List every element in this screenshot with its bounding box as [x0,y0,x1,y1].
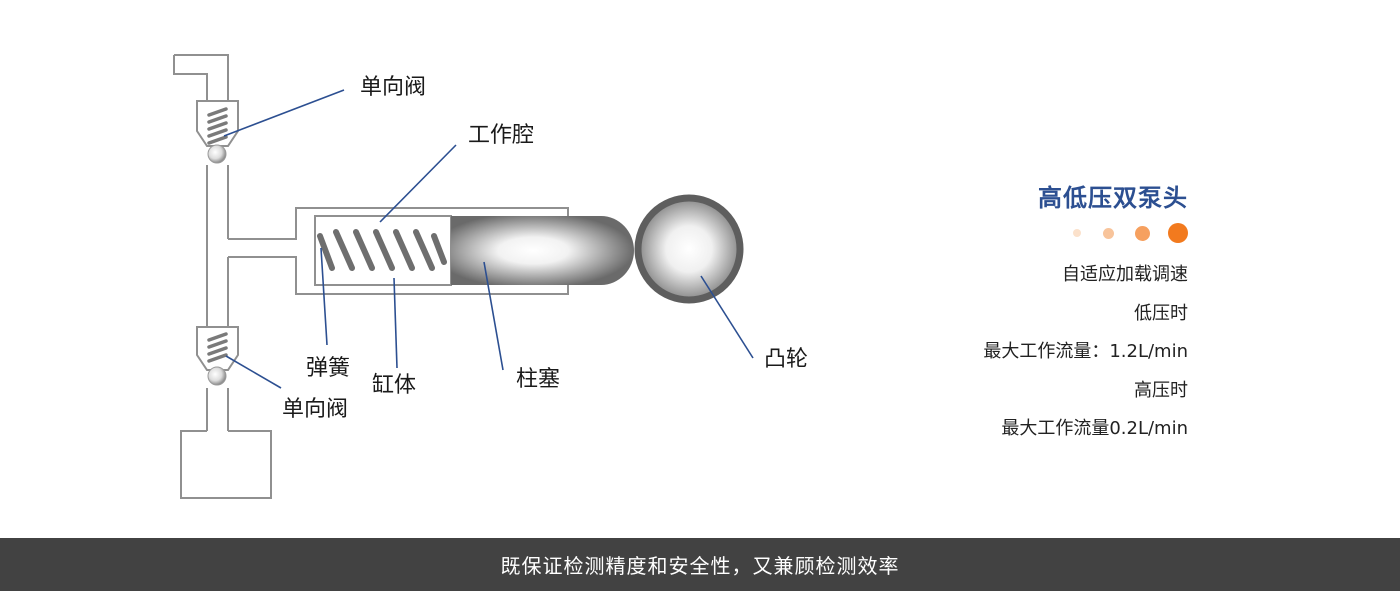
check-valve-bottom [196,326,239,386]
feature-title: 高低压双泵头 [1038,184,1188,212]
accent-dots [880,218,1188,248]
accent-dot [1103,227,1114,239]
valve-ball-top [207,144,227,164]
pipe-system [173,54,569,499]
footer-text: 既保证检测精度和安全性，又兼顾检测效率 [500,554,900,578]
valve-ball-bottom [207,366,227,386]
footer-banner: 既保证检测精度和安全性，又兼顾检测效率 [0,538,1400,591]
valve-spring-bottom [207,332,228,363]
label-plunger: 柱塞 [516,367,560,392]
pump-diagram: 单向阀 工作腔 弹簧 缸体 柱塞 凸轮 单向阀 [173,54,808,499]
accent-dot [1168,223,1188,243]
accent-dot [1073,229,1081,237]
label-spring: 弹簧 [306,356,350,381]
spec-line: 最大工作流量：1.2L/min [983,341,1188,362]
accent-dot [1135,225,1150,241]
label-check-valve-top: 单向阀 [360,75,426,100]
spring [317,229,447,271]
spec-line: 最大工作流量0.2L/min [1001,418,1188,439]
label-cylinder: 缸体 [372,373,416,398]
label-working-chamber: 工作腔 [468,123,534,148]
feature-panel: 高低压双泵头 自适应加载调速 低压时 最大工作流量：1.2L/min 高压时 最… [880,178,1188,449]
cam [634,194,744,304]
spec-line: 自适应加载调速 [1062,264,1188,285]
label-cam: 凸轮 [764,347,808,372]
check-valve-top [196,100,239,164]
plunger [451,216,634,285]
spec-line: 低压时 [1134,302,1188,324]
valve-spring-top [207,107,228,145]
spec-line: 高压时 [1134,379,1188,401]
leader-lines [223,89,754,389]
label-check-valve-bottom: 单向阀 [282,397,348,422]
